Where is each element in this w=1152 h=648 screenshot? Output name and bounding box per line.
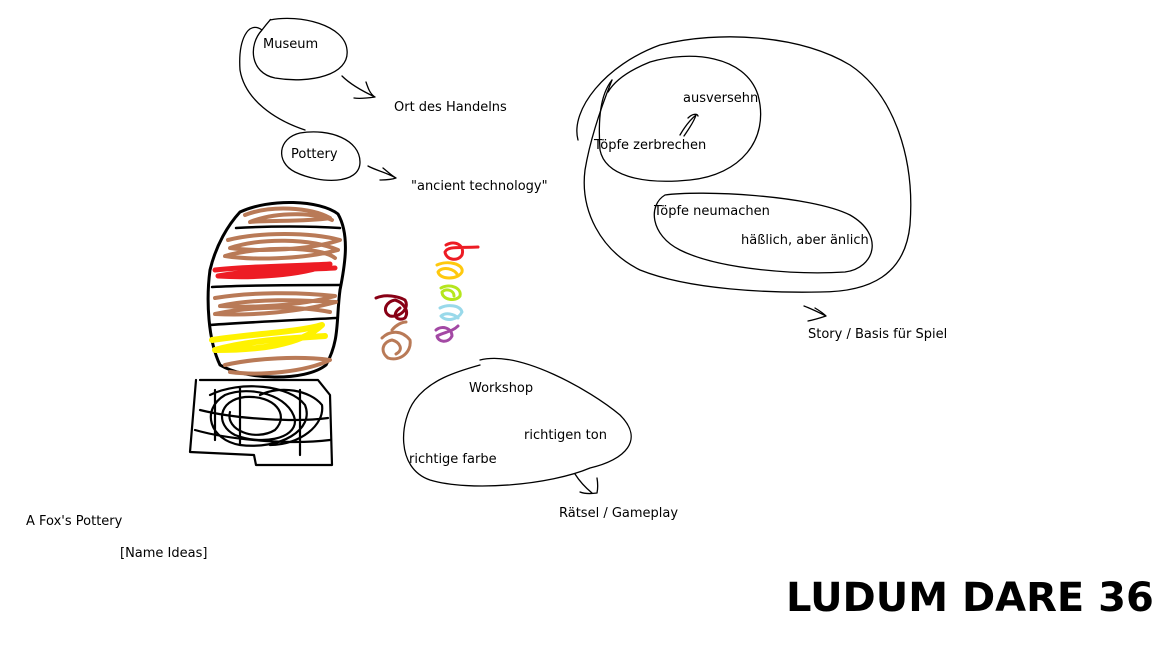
story-outer-loop	[576, 36, 912, 293]
pot-band-line	[208, 316, 338, 327]
pot-red-scribble	[212, 261, 338, 280]
remaking-pots-label: Töpfe neumachen	[654, 204, 770, 219]
right-color-label: richtige farbe	[409, 452, 497, 467]
workshop-label: Workshop	[469, 381, 534, 396]
arrow-story	[803, 305, 827, 322]
arrow-pottery	[367, 165, 397, 181]
pot-band-line	[234, 225, 342, 230]
color-dot-red	[443, 241, 480, 261]
arrow-museum	[341, 75, 376, 100]
pot-brown-scribble	[223, 206, 342, 261]
pottery-label: Pottery	[291, 147, 338, 162]
pottery-wheel-drawing	[188, 378, 334, 467]
story-bubble	[598, 55, 762, 182]
pot-yellow-scribble	[209, 322, 328, 353]
workshop-bubble	[402, 357, 632, 487]
color-dot-light-blue	[438, 304, 464, 321]
break-scribble	[679, 113, 699, 137]
story-basis-label: Story / Basis für Spiel	[808, 327, 948, 342]
right-tone-label: richtigen ton	[524, 428, 607, 443]
breaking-pots-label: Töpfe zerbrechen	[594, 138, 707, 153]
pot-brown-scribble	[223, 355, 332, 376]
pottery-bubble	[280, 131, 361, 181]
arrow-workshop	[574, 473, 599, 495]
color-dot-dark-red	[374, 294, 409, 321]
wheel-scribble	[188, 378, 334, 467]
pot-outline	[206, 200, 347, 379]
puzzle-gameplay-label: Rätsel / Gameplay	[559, 506, 679, 521]
color-dot-brown	[380, 320, 412, 361]
by-accident-label: ausversehn	[683, 91, 759, 106]
event-title: LUDUM DARE 36	[786, 575, 1152, 621]
museum-bubble	[239, 17, 348, 131]
ancient-technology-label: "ancient technology"	[411, 179, 548, 194]
museum-label: Museum	[263, 37, 319, 52]
name-ideas-label: [Name Ideas]	[120, 546, 208, 561]
color-dot-green	[439, 284, 462, 301]
place-of-action-label: Ort des Handelns	[394, 100, 507, 115]
remake-bubble	[653, 192, 873, 274]
color-palette	[374, 241, 480, 361]
ugly-but-similar-label: häßlich, aber änlich	[741, 233, 869, 248]
pot-band-line	[210, 283, 342, 289]
game-title-idea-label: A Fox's Pottery	[26, 514, 123, 529]
color-dot-orange	[435, 261, 464, 280]
color-dot-purple	[434, 324, 460, 343]
pot-brown-scribble	[213, 291, 338, 317]
pot-drawing	[206, 200, 347, 379]
